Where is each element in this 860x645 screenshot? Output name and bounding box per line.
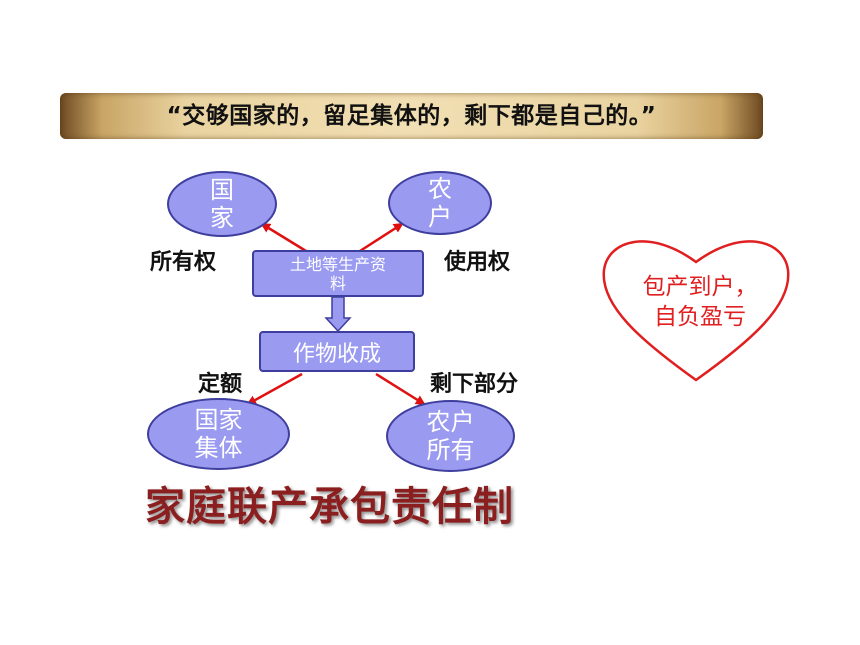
node-state-collective: 国家 集体 [147,398,290,470]
label-remainder: 剩下部分 [430,372,519,397]
node-country-line1: 国 [210,176,234,204]
node-farmer-owned-line2: 所有 [426,436,475,464]
quote-text: “交够国家的，留足集体的，剩下都是自己的。” [166,103,657,129]
node-farmer-owned: 农户 所有 [386,400,515,472]
node-farmer-owned-line1: 农户 [426,408,475,436]
node-land-resources: 土地等生产资 料 [252,250,424,297]
quote-banner: “交够国家的，留足集体的，剩下都是自己的。” [60,93,763,139]
label-usage-right: 使用权 [444,250,511,275]
heart-line2: 自负盈亏 [654,304,746,330]
arrow-harvest-to-farmer-owned [375,372,426,406]
node-country-line2: 家 [210,204,234,232]
node-farmer-line2: 户 [428,203,452,231]
node-land-line2: 料 [329,273,346,293]
node-farmer-line1: 农 [428,175,452,203]
node-country: 国 家 [167,171,277,237]
heart-line1: 包产到户， [642,274,758,300]
node-harvest: 作物收成 [259,331,415,372]
node-harvest-label: 作物收成 [292,341,381,367]
label-fixed-quota: 定额 [198,372,243,397]
arrow-harvest-to-collective [246,372,303,406]
arrow-land-to-farmer [359,222,404,253]
node-collective-line1: 国家 [194,406,243,434]
node-farmer: 农 户 [388,171,492,235]
heart-text: 包产到户， 自负盈亏 [620,272,780,332]
arrow-land-to-harvest [324,296,352,333]
arrow-land-to-country [260,222,307,253]
node-collective-line2: 集体 [194,434,243,462]
label-ownership: 所有权 [150,250,217,275]
heart-shape [602,240,790,382]
node-land-line1: 土地等生产资 [289,254,386,274]
system-title: 家庭联产承包责任制 [145,484,514,530]
